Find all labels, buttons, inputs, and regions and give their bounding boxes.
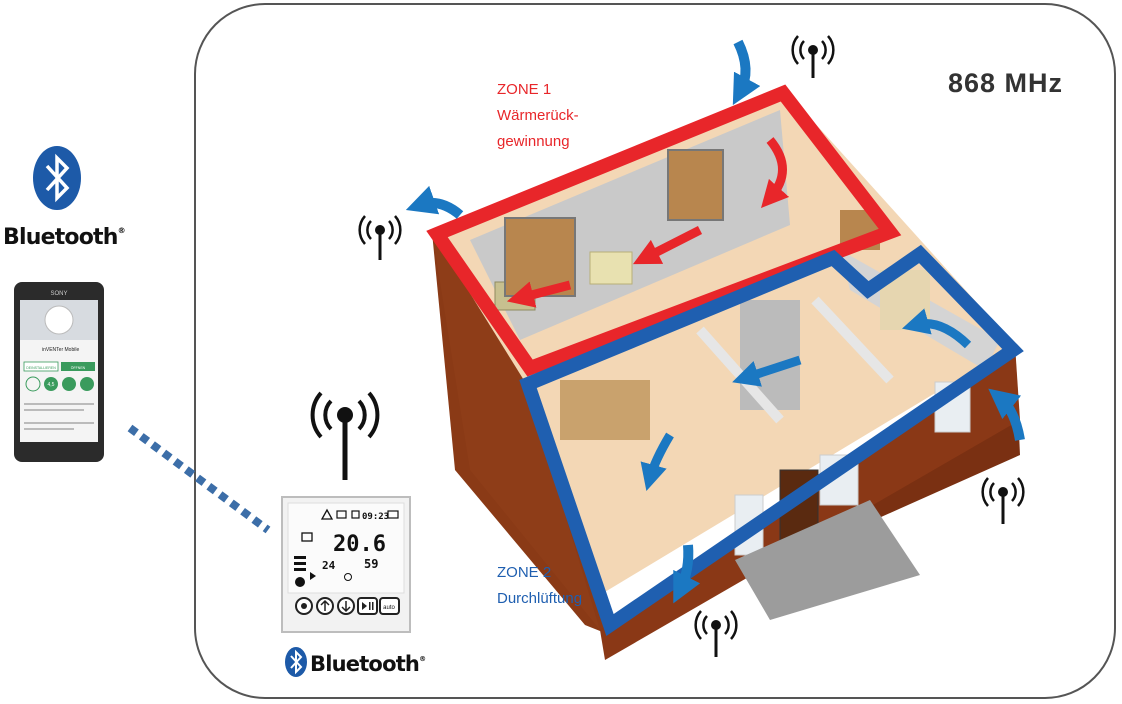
- wireless-link-dotted: [127, 424, 271, 534]
- bluetooth-wordmark-controller-text: Bluetooth: [310, 652, 419, 676]
- controller-humidity: 59: [364, 557, 378, 571]
- zone2-title: ZONE 2: [497, 564, 551, 581]
- antenna-icon-bottom: [694, 610, 738, 657]
- airflow-arrow-blue-1: [901, 308, 972, 349]
- airflow-arrow-in-top: [732, 39, 761, 106]
- controller-outside-temp: 24: [322, 559, 336, 572]
- airflow-arrow-red-2: [632, 225, 703, 265]
- phone-rating: 4,5: [48, 382, 55, 388]
- auto-button[interactable]: [379, 597, 400, 615]
- phone-open-label: ÖFFNEN: [71, 366, 86, 370]
- person-icon: [344, 573, 352, 581]
- frequency-label: 868 MHz: [948, 68, 1063, 98]
- stars-badge-icon: [44, 377, 58, 391]
- battery-icon: [387, 510, 399, 519]
- zone2-line1: Durchlüftung: [497, 590, 582, 607]
- controller-auto-label: auto: [383, 605, 395, 611]
- zone1-outline: [426, 84, 902, 377]
- airflow-arrow-blue-3: [640, 432, 674, 492]
- antenna-icon-right: [981, 477, 1025, 524]
- bluetooth-icon-left: [33, 146, 81, 210]
- antenna-icon-controller: [310, 391, 380, 480]
- wall-controller: [281, 496, 411, 633]
- bluetooth-icon-controller: [285, 647, 307, 677]
- phone-install-label: DEINSTALLIEREN: [26, 366, 56, 370]
- bluetooth-wordmark-left: Bluetooth®: [3, 225, 125, 250]
- mail-icon: [336, 510, 347, 519]
- clock-icon: [351, 510, 360, 519]
- phone-brand: SONY: [50, 291, 67, 297]
- airflow-arrow-in-right: [988, 388, 1025, 441]
- app-logo-icon: [44, 305, 74, 335]
- fan-level-icon: [294, 556, 306, 571]
- category-badge-icon: [80, 377, 94, 391]
- zone1-line2: gewinnung: [497, 133, 570, 150]
- airflow-arrow-red-3: [506, 280, 572, 308]
- fan-icon: [295, 577, 305, 587]
- plug-icon: [301, 532, 313, 542]
- bluetooth-wordmark-left-text: Bluetooth: [3, 225, 118, 250]
- play-pause-button[interactable]: [357, 597, 378, 615]
- airflow-arrow-red-1: [761, 137, 790, 209]
- warning-icon: [320, 508, 334, 520]
- zone1-line1: Wärmerück-: [497, 107, 579, 124]
- install-button[interactable]: [23, 361, 59, 372]
- phone-app-name: inVENTer Mobile: [42, 347, 79, 353]
- play-indicator-icon: [310, 572, 316, 580]
- controller-time: 09:23: [362, 512, 389, 522]
- rating-badge-icon: [25, 376, 41, 392]
- bluetooth-trademark-left: ®: [118, 226, 125, 235]
- controller-main-temp: 20.6: [333, 532, 386, 557]
- open-button[interactable]: [61, 362, 95, 371]
- bluetooth-trademark-controller: ®: [419, 655, 426, 663]
- airflow-arrow-out-bottom: [673, 544, 701, 604]
- controller-buttons: [295, 597, 400, 615]
- smartphone: [14, 282, 104, 462]
- zone1-title: ZONE 1: [497, 81, 551, 98]
- airflow-arrow-blue-2: [732, 355, 802, 387]
- bluetooth-wordmark-controller: Bluetooth®: [310, 652, 426, 676]
- zone2-outline: [519, 244, 1024, 636]
- diagram-frame: [194, 3, 1116, 699]
- antenna-icon-top: [791, 35, 835, 78]
- left-exterior-wall: [432, 232, 600, 630]
- antenna-icon-left: [358, 215, 402, 260]
- home-badge-icon: [62, 377, 76, 391]
- entrance-path: [735, 500, 920, 620]
- airflow-arrow-out-left: [405, 185, 464, 219]
